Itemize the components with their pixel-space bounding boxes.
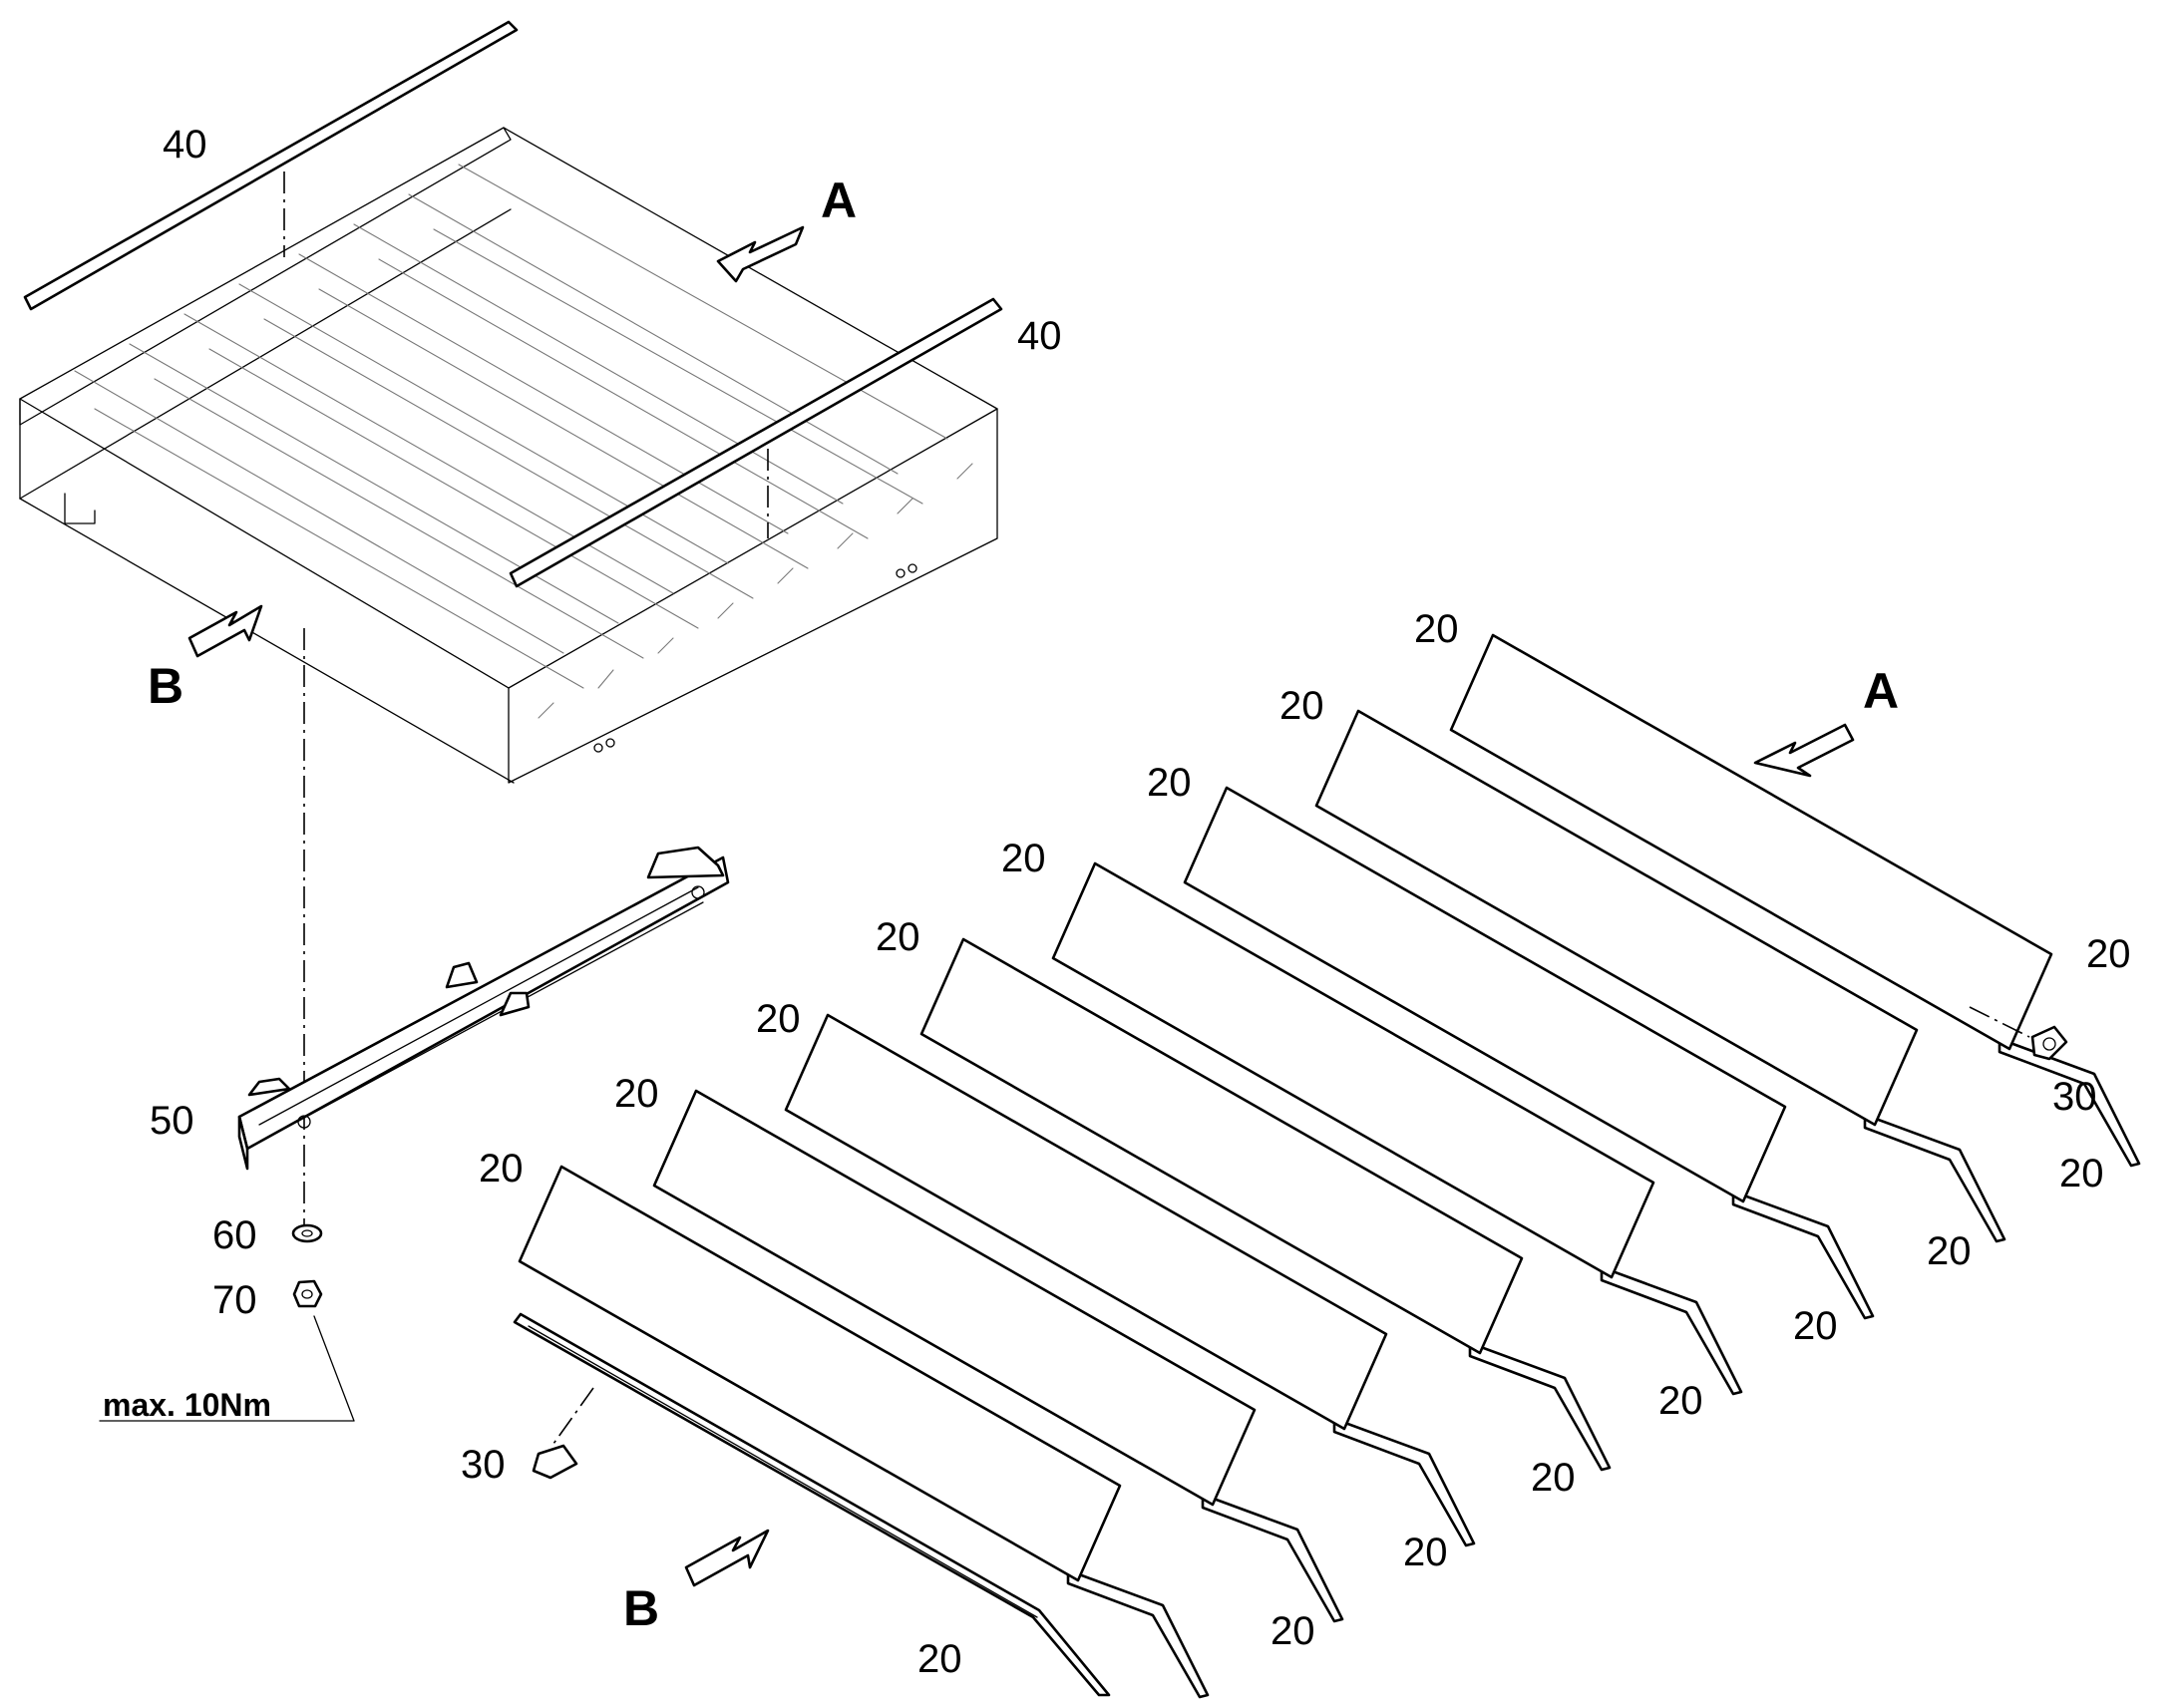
callout-slat-right: 20 bbox=[1658, 1379, 1703, 1423]
slat-face bbox=[1183, 786, 1787, 1203]
loose-slat bbox=[784, 1013, 1476, 1547]
view-label-b-top: B bbox=[148, 658, 183, 714]
loose-slats bbox=[513, 633, 2141, 1699]
callout-slat-right: 20 bbox=[2086, 932, 2131, 976]
rack-hole bbox=[896, 568, 906, 578]
callout-slat-right: 20 bbox=[1927, 1229, 1972, 1273]
callout-slat-left: 20 bbox=[1279, 684, 1324, 728]
slat-fin bbox=[1332, 1417, 1476, 1547]
slat-fin bbox=[1600, 1265, 1743, 1396]
slat-face bbox=[518, 1165, 1122, 1582]
rack-foot bbox=[64, 493, 96, 524]
rack-hole bbox=[593, 743, 603, 753]
slat-face bbox=[652, 1089, 1257, 1507]
arrow-b-top bbox=[187, 604, 263, 658]
loose-slat bbox=[1183, 786, 1875, 1320]
rack-hole bbox=[605, 738, 615, 748]
callout-nut: 70 bbox=[212, 1278, 257, 1322]
arrow-a-bottom bbox=[1753, 723, 1855, 778]
clip-30-left bbox=[532, 1387, 594, 1480]
callout-clip-left: 30 bbox=[461, 1443, 506, 1487]
loose-slat bbox=[1449, 633, 2141, 1168]
nut-70 bbox=[292, 1279, 323, 1308]
callout-slat-right: 20 bbox=[917, 1637, 962, 1681]
callout-rod-upper: 40 bbox=[163, 123, 207, 167]
view-label-a-top: A bbox=[821, 172, 857, 228]
slat-blade-edge bbox=[528, 1325, 1038, 1618]
callout-slat-left: 20 bbox=[1001, 837, 1046, 880]
rack-endplate-hatches bbox=[538, 463, 973, 719]
callout-rod-lower: 40 bbox=[1017, 314, 1062, 358]
view-label-a-bottom: A bbox=[1863, 663, 1899, 719]
slat-fin bbox=[1731, 1190, 1875, 1320]
loose-slat bbox=[1051, 861, 1743, 1396]
slat-face bbox=[784, 1013, 1388, 1431]
slat-face bbox=[1314, 709, 1919, 1127]
loose-slat bbox=[518, 1165, 1210, 1699]
callout-slat-right: 20 bbox=[1531, 1456, 1576, 1500]
rack-slat-lines bbox=[74, 164, 948, 689]
callout-slat-right: 20 bbox=[1403, 1531, 1448, 1574]
washer-60 bbox=[291, 1223, 323, 1243]
callout-slat-left: 20 bbox=[614, 1072, 659, 1116]
slat-fin bbox=[1863, 1113, 2006, 1243]
callout-slat-right: 20 bbox=[2059, 1152, 2104, 1196]
slat-fin bbox=[1998, 1037, 2141, 1168]
callout-bracket: 50 bbox=[150, 1099, 194, 1143]
callout-slat-right: 20 bbox=[1271, 1609, 1315, 1653]
slat-callouts: 20 20 20 20 20 20 20 20 20 20 20 20 20 20 20 20 20 bbox=[479, 607, 2131, 1681]
torque-note: max. 10Nm bbox=[103, 1387, 271, 1423]
slat-fin bbox=[1201, 1493, 1344, 1623]
callout-slat-left: 20 bbox=[1414, 607, 1459, 651]
slat-face bbox=[1449, 633, 2053, 1051]
loose-slat bbox=[652, 1089, 1344, 1623]
callout-slat-left: 20 bbox=[756, 997, 801, 1041]
slat-fin bbox=[1468, 1341, 1612, 1472]
rack-hole bbox=[908, 563, 917, 573]
slat-face bbox=[919, 937, 1524, 1355]
callout-slat-left: 20 bbox=[479, 1147, 524, 1191]
loose-slat bbox=[919, 937, 1612, 1472]
rod-lower bbox=[509, 297, 1003, 588]
view-label-b-bottom: B bbox=[623, 1580, 659, 1636]
callout-slat-right: 20 bbox=[1793, 1304, 1838, 1348]
slat-face bbox=[1051, 861, 1655, 1279]
arrow-b-bottom bbox=[684, 1529, 770, 1587]
callout-slat-left: 20 bbox=[1147, 761, 1192, 805]
torque-leader bbox=[99, 1315, 355, 1422]
clip-30-right bbox=[1969, 1006, 2068, 1061]
callout-slat-left: 20 bbox=[876, 915, 920, 959]
slat-fin bbox=[1066, 1568, 1210, 1699]
loose-slat bbox=[1314, 709, 2006, 1243]
callout-clip-right: 30 bbox=[2052, 1075, 2097, 1119]
callout-washer: 60 bbox=[212, 1213, 257, 1257]
bracket-50 bbox=[237, 846, 730, 1171]
arrow-a-top bbox=[716, 225, 805, 283]
slat-rack-assembly bbox=[19, 127, 998, 784]
rack-right-endplate bbox=[508, 408, 998, 784]
rod-upper bbox=[23, 20, 519, 311]
